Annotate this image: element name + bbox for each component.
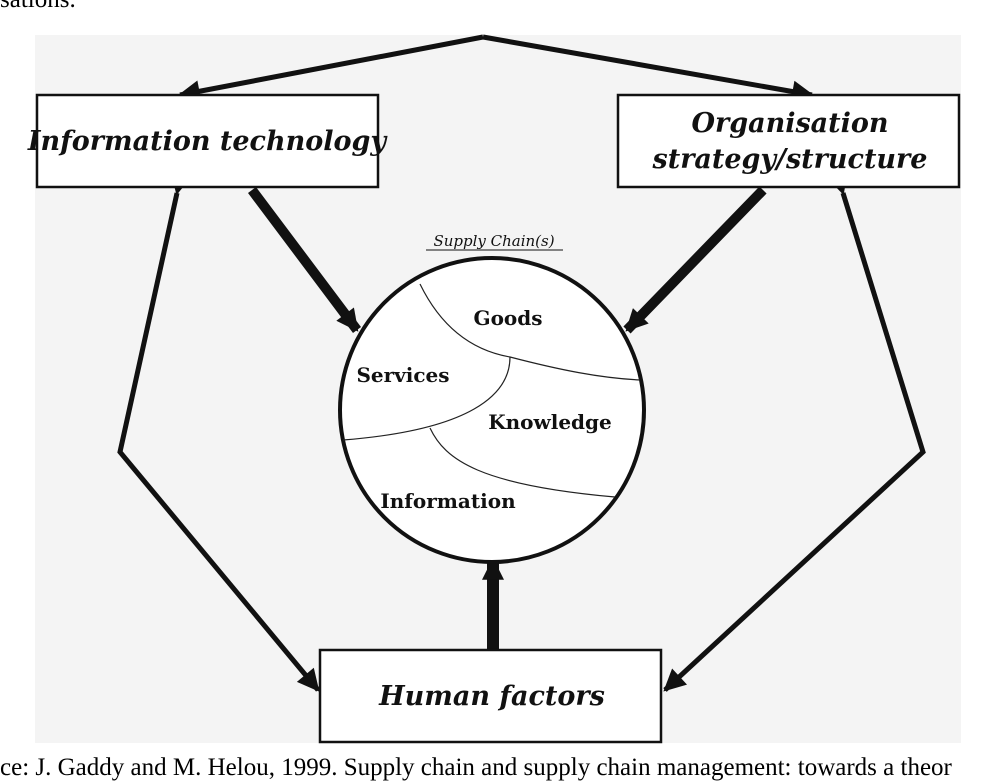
region-label-knowledge: Knowledge: [488, 410, 612, 434]
supply-chain-title: Supply Chain(s): [433, 232, 554, 250]
region-divider-information: [429, 427, 616, 498]
arrow-apex-to-org: [482, 34, 815, 103]
region-label-services: Services: [356, 363, 449, 387]
arrow-human-it-loop: [117, 171, 320, 692]
region-divider-services: [342, 356, 511, 441]
arrow-human-org-loop: [663, 170, 926, 692]
supply-chain-circle: Goods Services Knowledge Information: [338, 256, 646, 564]
box-label-human: Human factors: [378, 681, 605, 712]
caption-bottom-fragment: ce: J. Gaddy and M. Helou, 1999. Supply …: [0, 754, 952, 781]
arrow-org-to-supply-chain: [623, 186, 767, 334]
box-human-factors: Human factors: [318, 648, 663, 744]
box-label-org-line2: strategy/structure: [652, 144, 928, 175]
arrow-apex-to-it: [177, 34, 484, 103]
box-label-it: Information technology: [27, 126, 388, 157]
supply-chain-title-group: Supply Chain(s): [426, 232, 563, 251]
arrow-it-to-supply-chain: [248, 187, 361, 333]
region-label-information: Information: [380, 489, 516, 513]
apex-arrows: [177, 34, 815, 103]
region-label-goods: Goods: [473, 306, 542, 330]
box-organisation: Organisation strategy/structure: [616, 93, 961, 189]
box-label-org-line1: Organisation: [691, 108, 888, 139]
box-information-technology: Information technology: [27, 93, 388, 189]
